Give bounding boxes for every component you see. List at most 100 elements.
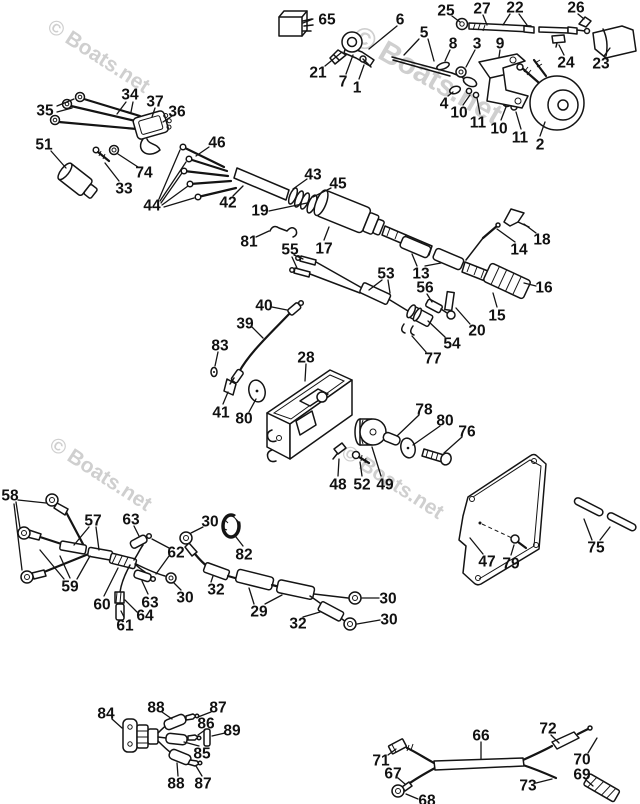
leader-line-26 xyxy=(577,13,585,20)
part-label-44: 44 xyxy=(143,198,161,215)
part-label-43: 43 xyxy=(304,167,322,184)
part-label-75: 75 xyxy=(587,540,605,557)
leader-line-82 xyxy=(235,536,244,547)
part-label-87: 87 xyxy=(209,700,226,717)
leader-line-88 xyxy=(176,762,179,777)
connector-16-15 xyxy=(461,261,531,300)
part-label-65: 65 xyxy=(318,12,336,29)
leader-line-51 xyxy=(50,150,67,169)
part-label-57: 57 xyxy=(84,513,101,530)
part-label-82: 82 xyxy=(235,547,252,564)
leader-line-83 xyxy=(214,351,219,367)
leader-line-89 xyxy=(211,732,226,737)
part-label-79: 79 xyxy=(502,556,520,573)
part-label-37: 37 xyxy=(146,94,163,111)
cable-39 xyxy=(210,299,305,396)
leader-line-14 xyxy=(496,228,516,243)
part-label-30: 30 xyxy=(380,612,397,629)
leader-line-78 xyxy=(396,414,420,437)
leader-line-13 xyxy=(424,262,442,267)
leader-line-77 xyxy=(411,335,427,353)
part-label-56: 56 xyxy=(416,280,434,297)
leader-line-39 xyxy=(251,326,264,339)
part-label-9: 9 xyxy=(496,36,505,53)
leader-line-44 xyxy=(163,197,195,208)
leader-line-44 xyxy=(159,161,187,202)
leader-line-81 xyxy=(255,230,270,238)
part-label-83: 83 xyxy=(211,338,229,355)
leader-line-17 xyxy=(323,226,330,241)
leader-line-57 xyxy=(95,526,100,551)
part-label-7: 7 xyxy=(339,74,348,91)
cable-assy-29 xyxy=(179,513,362,631)
leader-line-58 xyxy=(15,501,21,529)
sheath-42 xyxy=(233,167,290,201)
part-label-63: 63 xyxy=(122,512,140,529)
leader-line-29 xyxy=(264,594,283,605)
clip-48 xyxy=(332,442,347,460)
part-label-89: 89 xyxy=(223,723,241,740)
part-label-26: 26 xyxy=(567,0,585,17)
leader-line-29 xyxy=(248,587,255,605)
clip-81 xyxy=(269,225,298,238)
leader-line-68 xyxy=(405,793,419,800)
part-label-11: 11 xyxy=(470,115,487,132)
lead-14-18 xyxy=(465,208,530,261)
leader-line-18 xyxy=(523,223,537,234)
hooks-77 xyxy=(401,323,415,336)
leader-line-80 xyxy=(248,398,257,413)
leader-line-33 xyxy=(104,162,120,182)
part-label-54: 54 xyxy=(443,336,461,353)
leader-line-84 xyxy=(111,718,123,729)
part-label-30: 30 xyxy=(201,514,218,531)
leader-line-16 xyxy=(523,282,537,287)
part-label-64: 64 xyxy=(136,608,154,625)
pin-78 xyxy=(382,431,401,446)
leader-line-63 xyxy=(141,580,149,595)
leader-line-63 xyxy=(133,525,140,537)
leader-line-61 xyxy=(120,610,125,618)
part-label-10: 10 xyxy=(490,121,507,138)
leader-line-22 xyxy=(518,13,528,26)
leader-line-53 xyxy=(387,279,391,294)
leader-line-44 xyxy=(160,172,183,204)
leader-line-24 xyxy=(558,44,565,56)
part-label-35: 35 xyxy=(36,103,54,120)
leader-line-42 xyxy=(232,185,244,197)
part-label-40: 40 xyxy=(255,298,272,315)
part-label-70: 70 xyxy=(573,752,590,769)
part-label-49: 49 xyxy=(376,477,394,494)
screw-52 xyxy=(351,450,371,465)
connector-54 xyxy=(406,304,434,327)
part-label-24: 24 xyxy=(557,55,575,72)
leader-line-58 xyxy=(13,503,23,571)
leader-line-44 xyxy=(158,149,181,200)
part-label-30: 30 xyxy=(379,591,396,608)
part-label-48: 48 xyxy=(329,477,347,494)
leader-line-76 xyxy=(443,436,463,454)
part-label-45: 45 xyxy=(329,176,347,193)
part-label-42: 42 xyxy=(219,195,236,212)
leader-line-11 xyxy=(515,111,522,130)
leader-lines xyxy=(13,13,611,800)
leader-line-20 xyxy=(455,307,471,325)
leader-line-45 xyxy=(312,187,332,198)
part-label-76: 76 xyxy=(458,424,476,441)
leader-line-55 xyxy=(293,254,304,260)
washer-80 xyxy=(248,379,266,403)
leader-line-35 xyxy=(56,98,75,107)
part-label-5: 5 xyxy=(420,25,429,42)
connector-body-17 xyxy=(313,189,385,236)
relay-65 xyxy=(278,10,314,37)
part-label-68: 68 xyxy=(418,793,436,804)
leader-line-49 xyxy=(371,446,382,477)
part-label-73: 73 xyxy=(519,778,537,795)
part-label-72: 72 xyxy=(539,721,556,738)
part-label-88: 88 xyxy=(167,776,185,793)
leader-line-75 xyxy=(583,518,593,541)
leader-line-10 xyxy=(462,94,471,106)
part-label-32: 32 xyxy=(289,616,306,633)
connector-36 xyxy=(132,110,172,140)
part-label-85: 85 xyxy=(193,746,211,763)
